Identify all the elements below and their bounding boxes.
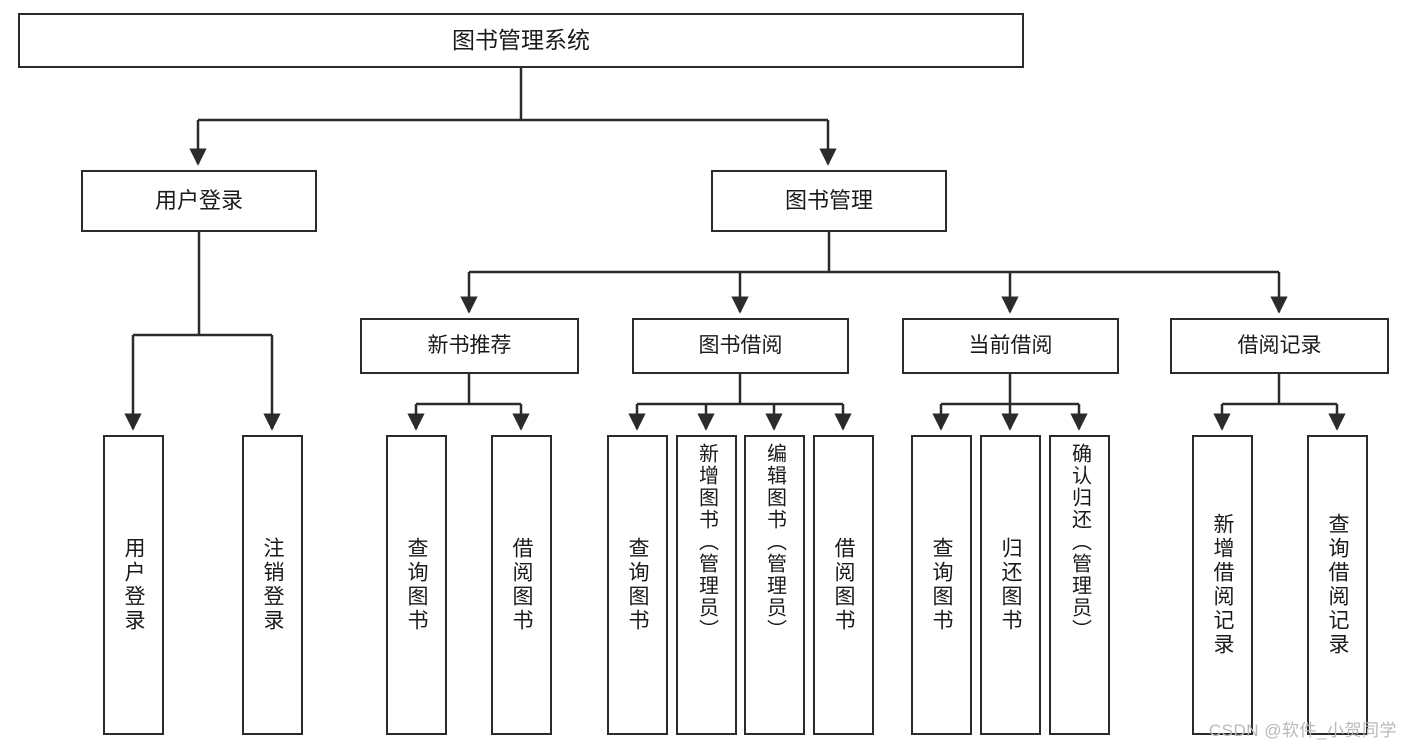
- node-label: 确认归还（管理员）: [1068, 443, 1091, 641]
- node-label: 当前借阅: [968, 333, 1053, 357]
- node-label: 查询图书: [405, 537, 428, 633]
- node-label: 借阅记录: [1237, 333, 1322, 357]
- node-current-borrow[interactable]: 当前借阅: [902, 318, 1119, 374]
- node-label: 图书借阅: [698, 333, 783, 357]
- node-leaf-borrow-book[interactable]: 借阅图书: [813, 435, 874, 735]
- node-label: 图书管理: [784, 188, 873, 214]
- node-label: 借阅图书: [510, 537, 533, 633]
- node-book-management[interactable]: 图书管理: [711, 170, 947, 232]
- node-label: 注销登录: [261, 537, 284, 633]
- node-leaf-query-books-recommend[interactable]: 查询图书: [386, 435, 447, 735]
- node-leaf-return-book[interactable]: 归还图书: [980, 435, 1041, 735]
- node-borrow-records[interactable]: 借阅记录: [1170, 318, 1389, 374]
- node-book-management-system[interactable]: 图书管理系统: [18, 13, 1024, 68]
- node-leaf-borrow-books-recommend[interactable]: 借阅图书: [491, 435, 552, 735]
- node-leaf-query-books[interactable]: 查询图书: [607, 435, 668, 735]
- node-leaf-add-borrow-record[interactable]: 新增借阅记录: [1192, 435, 1253, 735]
- node-label: 新书推荐: [427, 333, 512, 357]
- node-book-borrow[interactable]: 图书借阅: [632, 318, 849, 374]
- node-label: 查询图书: [930, 537, 953, 633]
- node-label: 用户登录: [122, 537, 145, 633]
- node-leaf-edit-book-admin[interactable]: 编辑图书（管理员）: [744, 435, 805, 735]
- node-label: 查询借阅记录: [1326, 513, 1349, 657]
- watermark: CSDN @软件_小贺同学: [1208, 721, 1397, 740]
- node-label: 查询图书: [626, 537, 649, 633]
- node-label: 图书管理系统: [452, 27, 590, 54]
- node-leaf-query-borrow-record[interactable]: 查询借阅记录: [1307, 435, 1368, 735]
- node-label: 新增图书（管理员）: [695, 443, 718, 641]
- node-label: 编辑图书（管理员）: [763, 443, 786, 641]
- node-leaf-confirm-return-admin[interactable]: 确认归还（管理员）: [1049, 435, 1110, 735]
- node-leaf-logout[interactable]: 注销登录: [242, 435, 303, 735]
- node-user-login[interactable]: 用户登录: [81, 170, 317, 232]
- node-label: 借阅图书: [832, 537, 855, 633]
- node-leaf-add-book-admin[interactable]: 新增图书（管理员）: [676, 435, 737, 735]
- node-leaf-query-books-current[interactable]: 查询图书: [911, 435, 972, 735]
- node-label: 归还图书: [999, 537, 1022, 633]
- node-new-book-recommend[interactable]: 新书推荐: [360, 318, 579, 374]
- node-label: 新增借阅记录: [1211, 513, 1234, 657]
- node-label: 用户登录: [154, 188, 243, 214]
- node-leaf-user-login[interactable]: 用户登录: [103, 435, 164, 735]
